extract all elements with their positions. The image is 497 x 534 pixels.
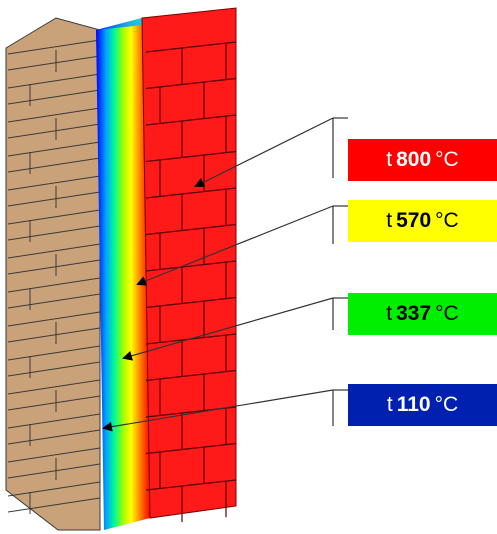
label-value: 337 — [396, 302, 432, 325]
red-mortar-course — [145, 41, 237, 53]
red-mortar-course — [145, 187, 237, 199]
label-prefix: t — [386, 148, 393, 171]
red-mortar-course — [145, 223, 237, 236]
label-unit: °C — [435, 302, 459, 325]
red-mortar-course — [145, 77, 237, 90]
outer-mortar-course — [7, 157, 101, 173]
label-unit: °C — [435, 209, 459, 232]
red-mortar-course — [145, 260, 237, 272]
temperature-label-110: t 110 °C — [348, 384, 497, 426]
outer-mortar-course — [7, 225, 101, 241]
outer-mortar-course — [7, 209, 101, 225]
temperature-label-570: t 570 °C — [348, 200, 497, 242]
outer-mortar-course — [7, 395, 101, 411]
red-mortar-course — [145, 442, 237, 455]
outer-mortar-course — [7, 413, 101, 429]
outer-mortar-course — [7, 429, 101, 445]
leader-lines — [102, 117, 348, 432]
outer-mortar-course — [7, 293, 101, 309]
red-mortar-course — [145, 150, 237, 163]
outer-mortar-course — [7, 379, 101, 395]
outer-mortar-course — [7, 73, 101, 89]
label-prefix: t — [386, 393, 393, 416]
outer-mortar-course — [7, 141, 101, 157]
outer-mortar-course — [7, 89, 101, 105]
red-mortar-course — [145, 114, 237, 126]
label-unit: °C — [434, 393, 459, 416]
label-value: 570 — [396, 209, 432, 232]
outer-mortar-course — [7, 327, 101, 343]
red-mortar-course — [145, 369, 237, 382]
outer-mortar-course — [7, 447, 101, 463]
outer-mortar-course — [7, 123, 101, 139]
label-value: 110 — [396, 393, 431, 416]
hot-brick-face — [141, 7, 237, 523]
temperature-label-800: t 800 °C — [348, 139, 497, 181]
outer-mortar-course — [7, 481, 101, 497]
label-unit: °C — [435, 148, 459, 171]
outer-mortar-course — [7, 361, 101, 377]
red-mortar-course — [145, 479, 237, 491]
outer-mortar-course — [7, 175, 101, 191]
outer-mortar-course — [7, 191, 101, 207]
outer-mortar-course — [7, 259, 101, 275]
outer-mortar-course — [7, 497, 101, 513]
outer-mortar-course — [7, 55, 101, 71]
outer-mortar-course — [7, 277, 101, 293]
outer-mortar-course — [7, 243, 101, 259]
outer-brick-layer — [5, 17, 101, 531]
temperature-label-337: t 337 °C — [348, 293, 497, 335]
outer-mortar-course — [7, 39, 101, 55]
red-mortar-course — [145, 296, 237, 309]
outer-mortar-course — [7, 345, 101, 361]
label-prefix: t — [386, 302, 393, 325]
label-value: 800 — [396, 148, 432, 171]
outer-mortar-course — [7, 311, 101, 327]
label-prefix: t — [386, 209, 393, 232]
outer-mortar-course — [7, 463, 101, 479]
outer-mortar-course — [7, 107, 101, 123]
